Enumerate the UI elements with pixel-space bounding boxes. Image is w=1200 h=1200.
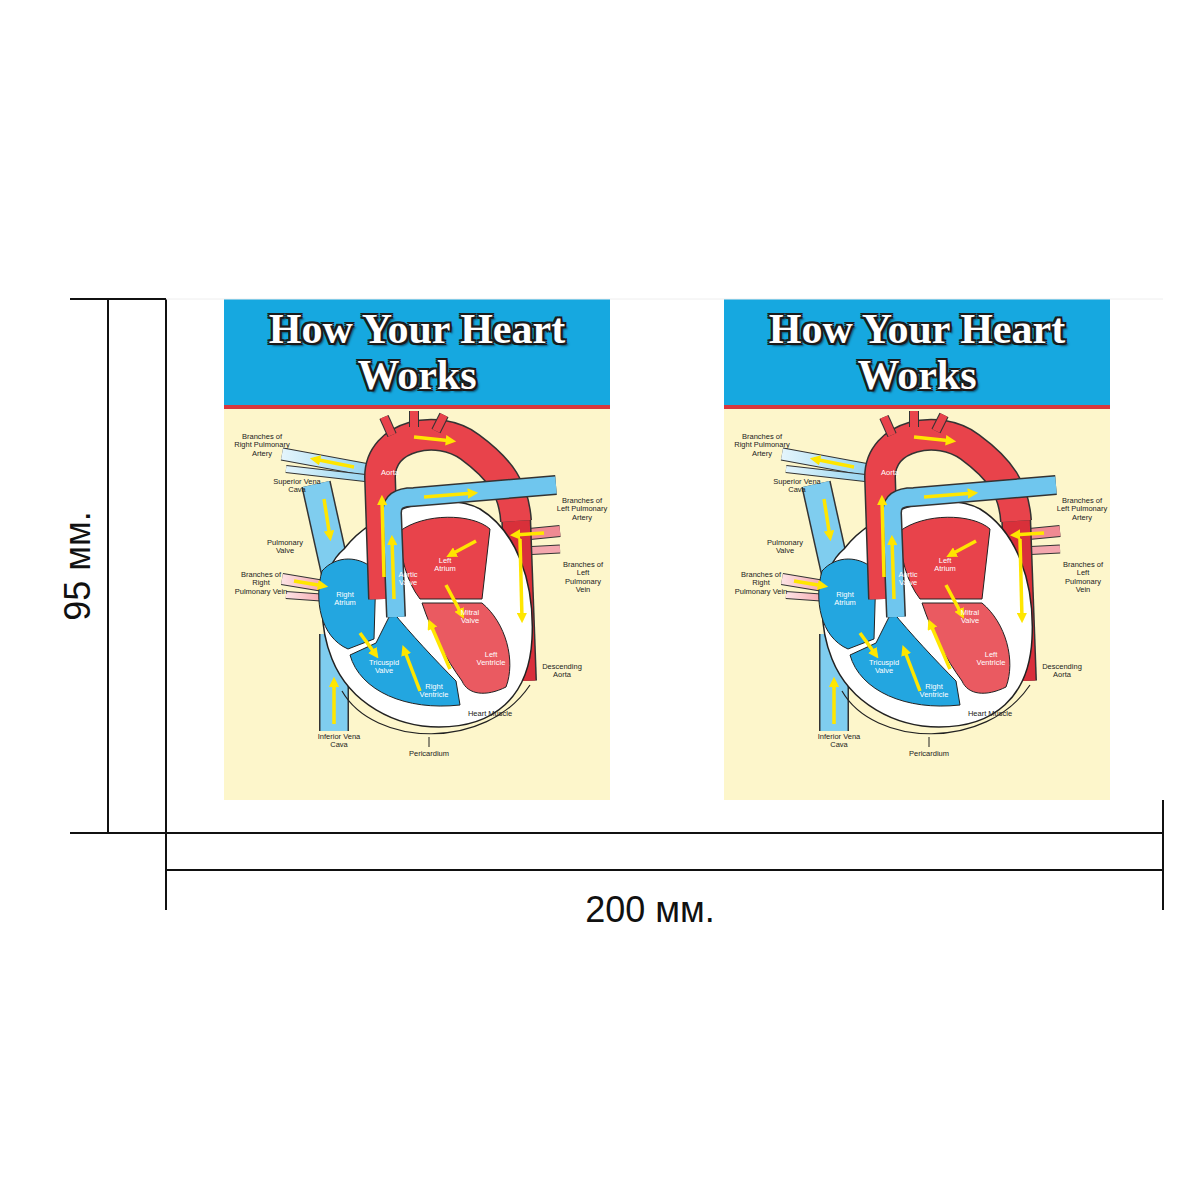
dimension-lines	[70, 299, 1163, 910]
part-label: Aortic Valve	[894, 571, 922, 588]
part-label: Right Atrium	[328, 591, 362, 608]
part-label: Branches of Left Pulmonary Vein	[558, 561, 608, 594]
guide-line	[166, 299, 1163, 300]
poster-title: How Your Heart Works	[267, 299, 567, 405]
part-label: Right Atrium	[828, 591, 862, 608]
dimension-label: 200 мм.	[585, 890, 715, 930]
part-label: Pericardium	[402, 750, 456, 758]
part-label: Left Ventricle	[974, 651, 1008, 668]
part-label: Branches of Right Pulmonary Artery	[734, 433, 790, 458]
part-label: Inferior Vena Cava	[316, 733, 362, 750]
part-label: Descending Aorta	[534, 663, 590, 680]
part-label: Aorta	[874, 469, 906, 477]
part-label: Superior Vena Cava	[772, 478, 822, 495]
part-label: Descending Aorta	[1034, 663, 1090, 680]
part-label: Pulmonary Valve	[262, 539, 308, 556]
dimension-label: 95 мм.	[58, 511, 98, 621]
part-label: Right Ventricle	[914, 683, 954, 700]
part-label: Branches of Left Pulmonary Artery	[1056, 497, 1108, 522]
part-label: Branches of Right Pulmonary Vein	[734, 571, 788, 596]
part-label: Inferior Vena Cava	[816, 733, 862, 750]
part-label: Aorta	[374, 469, 406, 477]
part-label: Superior Vena Cava	[272, 478, 322, 495]
part-label: Branches of Left Pulmonary Artery	[556, 497, 608, 522]
part-label: Tricuspid Valve	[364, 659, 404, 676]
part-label: Tricuspid Valve	[864, 659, 904, 676]
part-label: Heart Muscle	[460, 710, 520, 718]
part-label: Mitral Valve	[452, 609, 488, 626]
part-label: Left Atrium	[928, 557, 962, 574]
part-label: Pulmonary Valve	[762, 539, 808, 556]
part-label: Aortic Valve	[394, 571, 422, 588]
part-label: Mitral Valve	[952, 609, 988, 626]
part-label: Pericardium	[902, 750, 956, 758]
part-label: Heart Muscle	[960, 710, 1020, 718]
part-label: Left Atrium	[428, 557, 462, 574]
part-label: Right Ventricle	[414, 683, 454, 700]
part-label: Branches of Left Pulmonary Vein	[1058, 561, 1108, 594]
poster-illustration	[224, 299, 610, 800]
part-label: Branches of Right Pulmonary Vein	[234, 571, 288, 596]
poster-title: How Your Heart Works	[767, 299, 1067, 405]
part-label: Branches of Right Pulmonary Artery	[234, 433, 290, 458]
poster-illustration	[724, 299, 1110, 800]
part-label: Left Ventricle	[474, 651, 508, 668]
